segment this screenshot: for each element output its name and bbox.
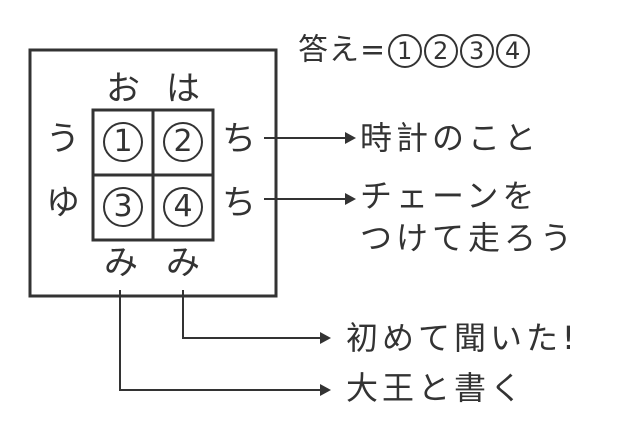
top-kana-2: は xyxy=(166,69,200,109)
answer-number-2: 2 xyxy=(424,34,459,68)
hint-bottom-left: 大王と書く xyxy=(346,369,527,407)
answer-equals: = xyxy=(360,32,387,68)
hint-row1: 時計のこと xyxy=(360,119,541,157)
hint-row2-line1: チェーンを xyxy=(360,177,539,215)
answer-label: 答え xyxy=(298,32,360,68)
arrowhead-row1 xyxy=(345,132,356,144)
cell-number-1: 1 xyxy=(103,122,143,162)
top-kana-1: お xyxy=(106,69,140,109)
left-kana-2: ゆ xyxy=(46,183,80,223)
right-kana-1: ち xyxy=(222,119,256,159)
cell-number-2: 2 xyxy=(163,122,203,162)
bottom-kana-1: み xyxy=(104,243,138,283)
arrow-line-col2 xyxy=(182,290,320,339)
cell-number-3: 3 xyxy=(103,187,143,227)
arrow-line-col1 xyxy=(119,290,320,391)
answer-number-1: 1 xyxy=(388,34,423,68)
arrowhead-row2 xyxy=(345,193,356,205)
left-kana-1: う xyxy=(46,119,80,159)
answer-number-4: 4 xyxy=(496,34,531,68)
outer-frame xyxy=(28,48,278,298)
hint-row2-line2: つけて走ろう xyxy=(360,219,577,257)
hint-bottom-right: 初めて聞いた! xyxy=(346,319,579,357)
right-kana-2: ち xyxy=(222,183,256,223)
arrowhead-col2 xyxy=(320,332,331,344)
arrowhead-col1 xyxy=(320,384,331,396)
cell-number-4: 4 xyxy=(163,187,203,227)
answer-number-3: 3 xyxy=(460,34,495,68)
bottom-kana-2: み xyxy=(166,243,200,283)
